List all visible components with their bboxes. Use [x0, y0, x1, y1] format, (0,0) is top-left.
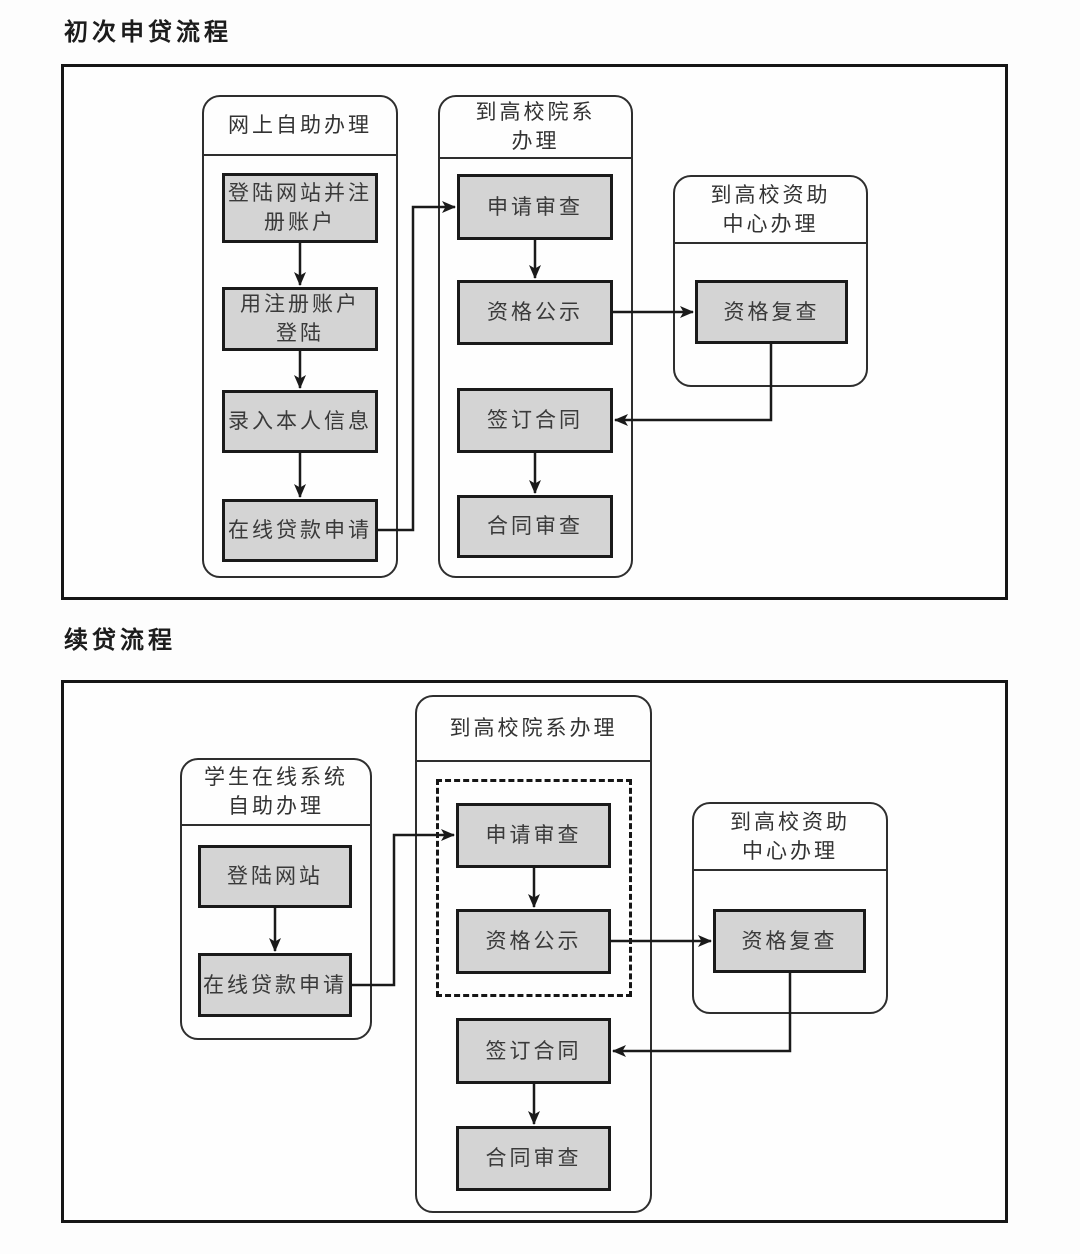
flow1-step-application-review: 申请审查 [457, 174, 613, 240]
flow1-step-qualification-publicity: 资格公示 [457, 280, 613, 345]
flow2-step-contract-review: 合同审查 [456, 1126, 611, 1191]
flow1-step-online-loan-application: 在线贷款申请 [222, 499, 378, 562]
flow2-step-online-loan-application: 在线贷款申请 [198, 953, 352, 1017]
flow2-group-student-online-system-header: 学生在线系统 自助办理 [182, 760, 370, 826]
flow2-group-aid-center: 到高校资助 中心办理 [692, 802, 888, 1014]
flow2-step-sign-contract: 签订合同 [456, 1018, 611, 1084]
flow2-step-qualification-recheck: 资格复查 [713, 909, 866, 973]
flow2-step-qualification-publicity: 资格公示 [456, 909, 611, 974]
flow2-step-application-review: 申请审查 [456, 803, 611, 868]
flow1-step-enter-personal-info: 录入本人信息 [222, 390, 378, 453]
flow1-step-register-account: 登陆网站并注 册账户 [222, 173, 378, 243]
flow1-step-sign-contract: 签订合同 [457, 388, 613, 453]
flow1-group-online-self-service-header: 网上自助办理 [204, 97, 396, 156]
flow1-group-aid-center-header: 到高校资助 中心办理 [675, 177, 866, 244]
flow2-step-login-website: 登陆网站 [198, 845, 352, 908]
flow2-title: 续贷流程 [64, 628, 176, 654]
flow2-group-university-department-header: 到高校院系办理 [417, 697, 650, 762]
flow1-group-university-department-header: 到高校院系 办理 [440, 97, 631, 159]
flow1-step-qualification-recheck: 资格复查 [695, 280, 848, 344]
flow1-step-contract-review: 合同审查 [457, 495, 613, 558]
flow1-step-login-with-account: 用注册账户 登陆 [222, 287, 378, 351]
flow2-group-aid-center-header: 到高校资助 中心办理 [694, 804, 886, 871]
flow1-title: 初次申贷流程 [64, 20, 232, 46]
